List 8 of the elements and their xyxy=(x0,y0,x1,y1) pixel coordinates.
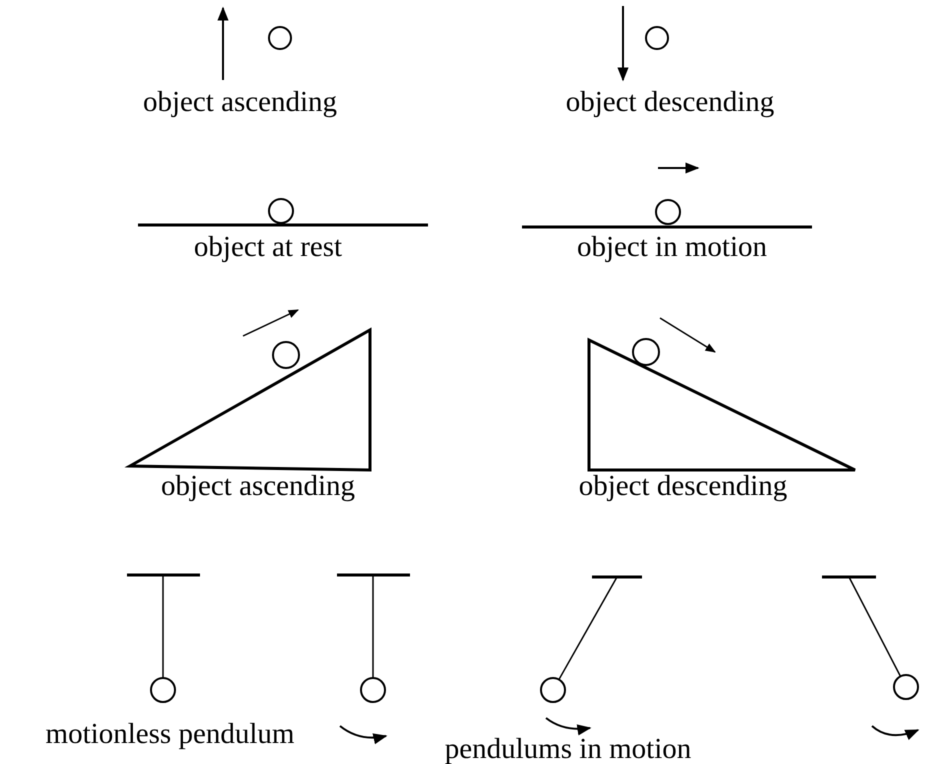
caption-text: object descending xyxy=(566,87,774,119)
caption-text: object ascending xyxy=(142,87,338,119)
caption-text: pendulums in motion xyxy=(444,734,692,764)
caption-text: object in motion xyxy=(576,232,768,264)
caption-text: motionless pendulum xyxy=(46,719,294,751)
caption-text: object descending xyxy=(578,471,788,503)
caption-text: object at rest xyxy=(194,232,342,264)
caption-text: object ascending xyxy=(160,471,356,503)
